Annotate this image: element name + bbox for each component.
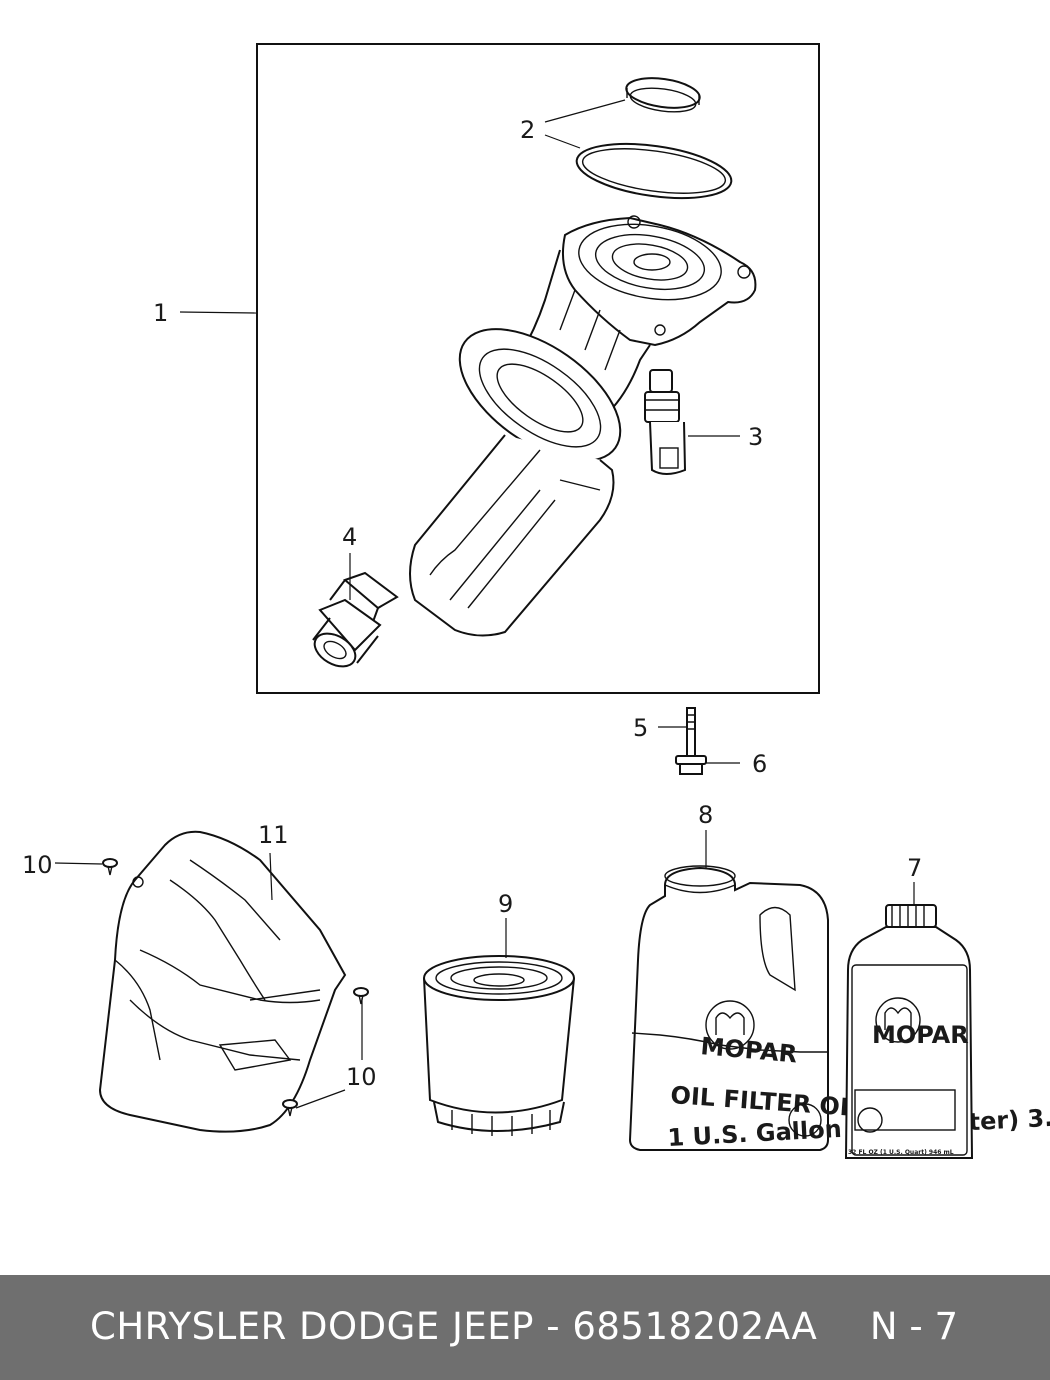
oil-bottle: MOPAR 32 FL OZ (1 U.S. Quart) 946 mL xyxy=(844,904,974,1159)
parts-diagram: MOPAR OIL FILTER OIL / 1 U.S. Gallon (3.… xyxy=(22,43,1050,1159)
adapter-fitting xyxy=(312,571,399,668)
callout-9: 9 xyxy=(498,890,513,918)
footer-page-number: N - 7 xyxy=(869,1305,958,1348)
seal-rings xyxy=(575,77,733,200)
oil-jug: MOPAR OIL FILTER OIL / 1 U.S. Gallon (3.… xyxy=(628,865,1050,1152)
screws xyxy=(102,858,369,1117)
callout-8: 8 xyxy=(698,801,713,829)
callout-3: 3 xyxy=(748,423,763,451)
callout-2: 2 xyxy=(520,116,535,144)
bottle-volume-text: 32 FL OZ (1 U.S. Quart) 946 mL xyxy=(848,1149,954,1156)
assembly-frame xyxy=(256,43,820,694)
heat-shield xyxy=(98,830,347,1133)
oil-filter-housing xyxy=(409,215,757,637)
callout-7: 7 xyxy=(907,854,922,882)
callout-11: 11 xyxy=(258,821,289,849)
oil-filter xyxy=(423,955,575,1136)
callout-4: 4 xyxy=(342,523,357,551)
callout-5: 5 xyxy=(633,714,648,742)
callouts: 1 2 3 4 5 6 7 8 9 10 10 11 xyxy=(22,116,922,1091)
footer-title: CHRYSLER DODGE JEEP - 68518202AA xyxy=(90,1305,818,1348)
callout-6: 6 xyxy=(752,750,767,778)
leader-lines xyxy=(54,99,915,1109)
callout-10-left: 10 xyxy=(22,851,53,879)
callout-10-right: 10 xyxy=(346,1063,377,1091)
bolt xyxy=(675,707,707,775)
oil-pressure-sensor xyxy=(644,369,687,475)
bottle-brand-text: MOPAR xyxy=(872,1021,969,1049)
footer-bar: CHRYSLER DODGE JEEP - 68518202AA N - 7 xyxy=(0,1275,1050,1380)
callout-1: 1 xyxy=(153,299,168,327)
